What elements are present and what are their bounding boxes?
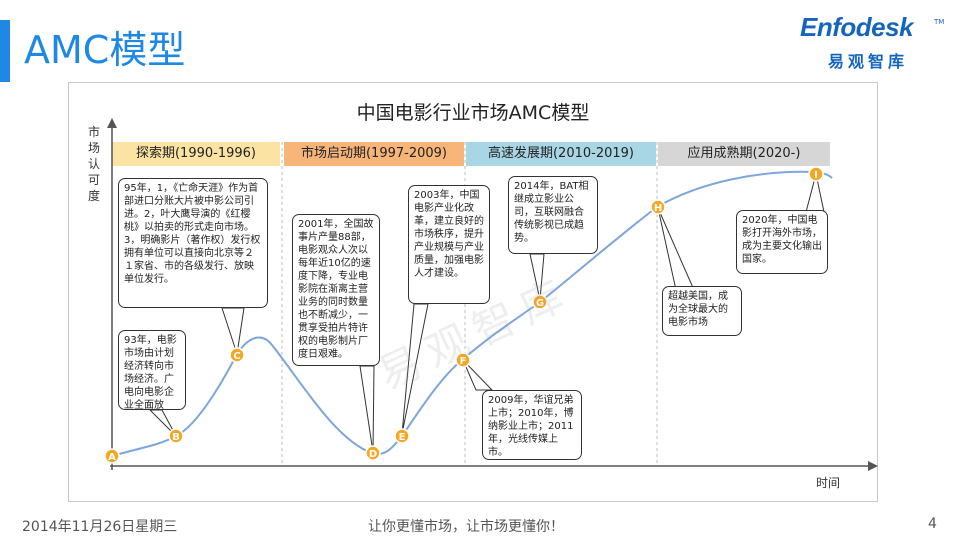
y-axis-label: 市场认可度 — [87, 125, 100, 203]
callout-pointer — [359, 365, 375, 453]
logo-wordmark: Enfodesk — [800, 12, 914, 42]
note-1995-import-films: 95年，1，《亡命天涯》作为首部进口分账大片被中影公司引进。2，叶大鹰导演的《红… — [118, 178, 268, 308]
stage-marker-dot — [365, 445, 381, 461]
phase-rapid-growth: 高速发展期(2010-2019) — [466, 142, 656, 166]
phase-exploration: 探索期(1990-1996) — [112, 142, 280, 166]
enfodesk-logo: Enfodesk TM 易观智库 — [800, 12, 950, 72]
stage-marker-label: E — [399, 432, 406, 443]
stage-markers: A B C D E F G H I — [104, 166, 824, 464]
stage-marker-d: D — [365, 445, 381, 461]
diagram-title: 中国电影行业市场AMC模型 — [356, 102, 590, 124]
stage-marker-label: D — [369, 449, 377, 460]
stage-marker-i: I — [808, 166, 824, 182]
stage-marker-label: B — [172, 432, 180, 443]
stage-marker-h: H — [650, 199, 666, 215]
stage-marker-label: I — [814, 170, 818, 181]
stage-marker-label: G — [536, 298, 544, 309]
note-1993-market-economy: 93年，电影市场由计划经济转向市场经济。广电向电影企业全面放权。 — [118, 330, 186, 410]
stage-marker-c: C — [229, 347, 245, 363]
note-surpass-us: 超越美国，成为全球最大的电影市场 — [662, 286, 742, 336]
callout-pointer — [149, 409, 177, 437]
stage-marker-label: H — [654, 203, 662, 214]
footer-date: 2014年11月26日星期三 — [22, 519, 178, 535]
amc-curve — [111, 170, 833, 457]
phase-maturity: 应用成熟期(2020-) — [658, 142, 830, 166]
stage-marker-b: B — [168, 428, 184, 444]
page-title: AMC模型 — [24, 28, 186, 72]
stage-marker-e: E — [394, 428, 410, 444]
note-2003-industry-reform: 2003年，中国电影产业化改革，建立良好的市场秩序，提升产业规模与产业质量，加强… — [408, 185, 490, 304]
note-2020-overseas: 2020年，中国电影打开海外市场，成为主要文化输出国家。 — [736, 210, 828, 274]
stage-marker-label: F — [460, 356, 467, 367]
title-accent-bar — [0, 20, 10, 82]
logo-trademark: TM — [934, 18, 945, 26]
stage-marker-dot — [650, 199, 666, 215]
stage-marker-f: F — [455, 352, 471, 368]
stage-marker-dot — [229, 347, 245, 363]
callout-pointer — [657, 207, 695, 291]
stage-marker-dot — [394, 428, 410, 444]
x-axis-arrow — [868, 461, 878, 471]
callout-pointer — [221, 307, 245, 355]
callout-pointer — [401, 303, 429, 435]
stage-marker-label: A — [108, 452, 116, 463]
page-number: 4 — [928, 516, 937, 532]
callout-pointer — [529, 253, 545, 301]
stage-marker-dot — [455, 352, 471, 368]
note-2014-bat-film-companies: 2014年，BAT相继成立影业公司，互联网融合传统影视已成趋势。 — [508, 176, 598, 254]
stage-marker-dot — [808, 166, 824, 182]
stage-marker-dot — [168, 428, 184, 444]
footer-slogan: 让你更懂市场，让市场更懂你！ — [368, 519, 564, 535]
stage-marker-a: A — [104, 448, 120, 464]
stage-marker-g: G — [532, 294, 548, 310]
stage-marker-label: C — [233, 351, 240, 362]
phase-market-launch: 市场启动期(1997-2009) — [284, 142, 464, 166]
stage-marker-dot — [532, 294, 548, 310]
stage-marker-dot — [104, 448, 120, 464]
note-2001-industry-decline: 2001年，全国故事片产量88部，电影观众人次以每年近10亿的速度下降，专业电影… — [292, 214, 380, 366]
callout-pointer — [462, 359, 493, 391]
callout-pointers — [149, 173, 825, 453]
logo-chinese-name: 易观智库 — [828, 52, 909, 71]
x-axis-label: 时间 — [816, 476, 841, 490]
y-axis-arrow — [107, 118, 117, 128]
note-2009-listings: 2009年，华谊兄弟上市；2010年，博纳影业上市；2011年，光线传媒上市。 — [482, 390, 582, 460]
